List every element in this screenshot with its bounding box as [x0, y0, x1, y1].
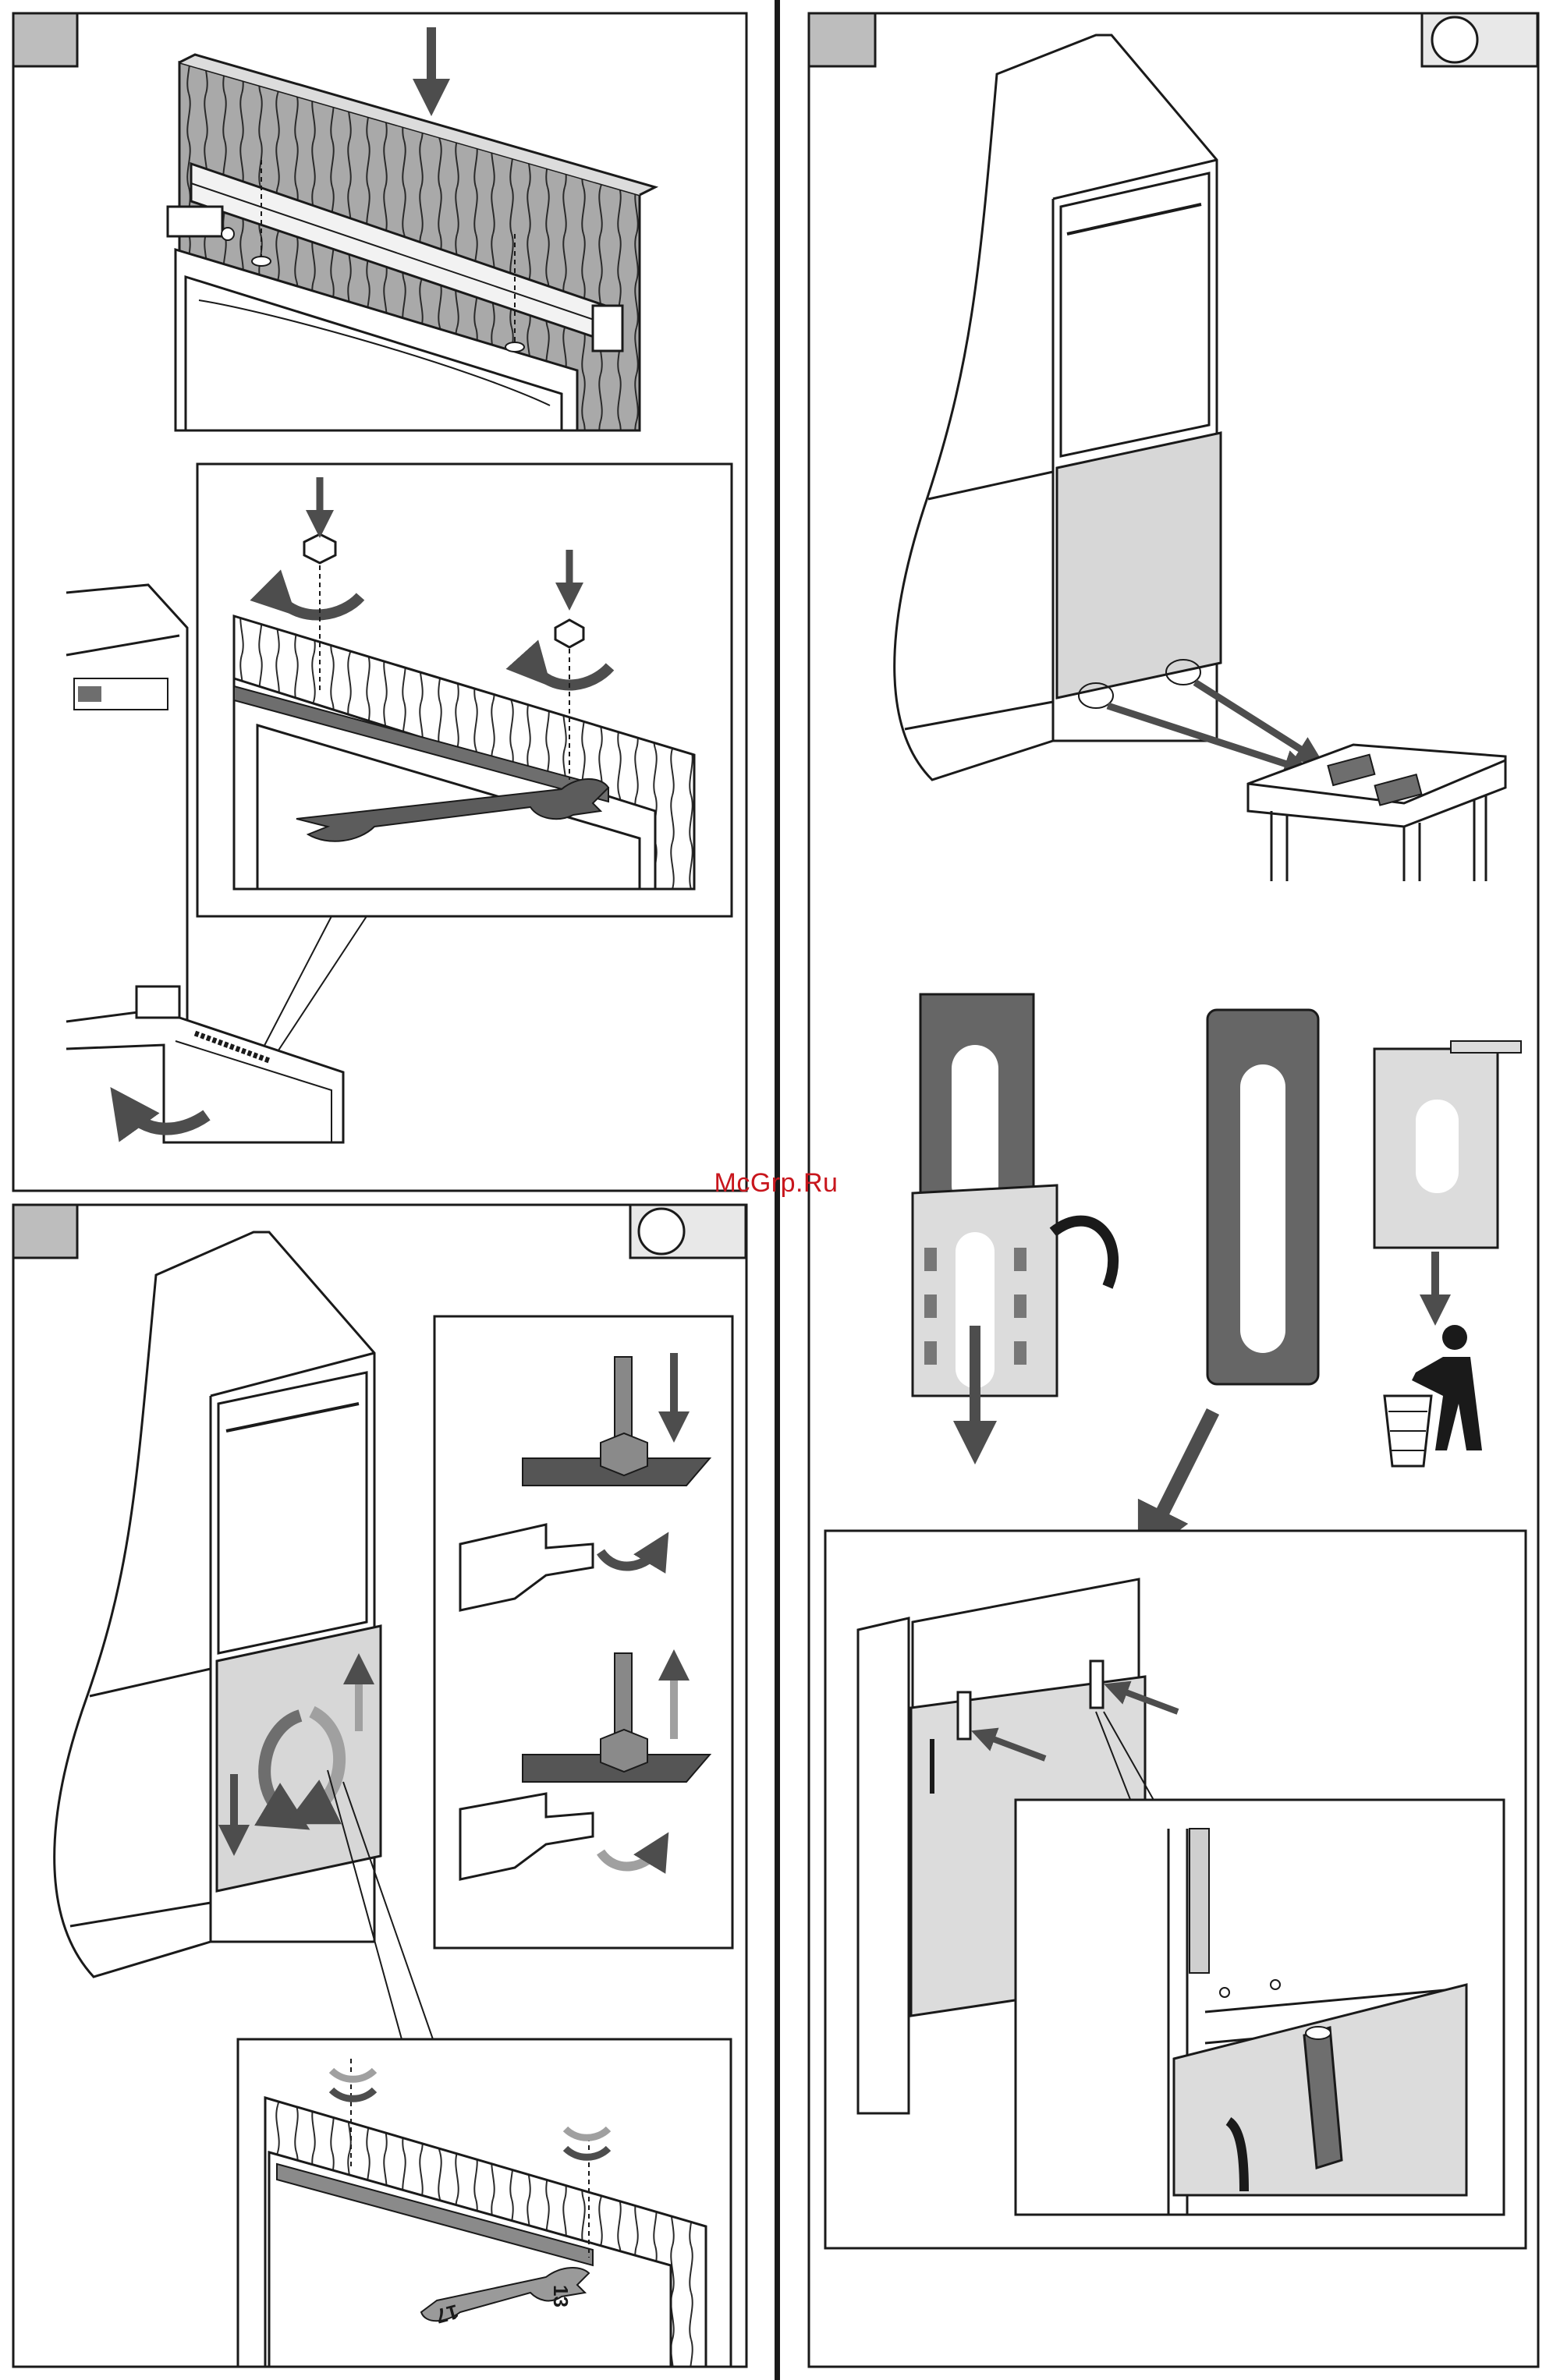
watermark-text: McGrp.Ru: [698, 1168, 854, 1199]
cabinet-illustration: [55, 1232, 381, 1977]
step-number-badge: [13, 1205, 77, 1258]
peel-arrow: [1053, 1221, 1113, 1287]
step-panel-3: [809, 13, 1538, 2367]
hinge-adjustment-inset: 17 13: [238, 2039, 731, 2367]
furniture-door-illustration: [168, 27, 655, 430]
wrench-size-13: 13: [549, 2285, 573, 2307]
step-number-badge: [809, 13, 875, 66]
fitted-door-panel: [1057, 433, 1221, 698]
built-in-cabinet-illustration: [895, 35, 1312, 780]
dispose-trash-icon: [1385, 1325, 1482, 1466]
nut-tightening-inset: [197, 464, 732, 916]
template-positioning-inset: [825, 1531, 1526, 2248]
lower-door-panel: [217, 1626, 381, 1891]
step-panel-2: 17 13: [13, 1205, 746, 2367]
step-number-badge: [13, 13, 77, 66]
height-adjustment-inset: [434, 1316, 732, 1948]
step-panel-1: [13, 13, 746, 1191]
